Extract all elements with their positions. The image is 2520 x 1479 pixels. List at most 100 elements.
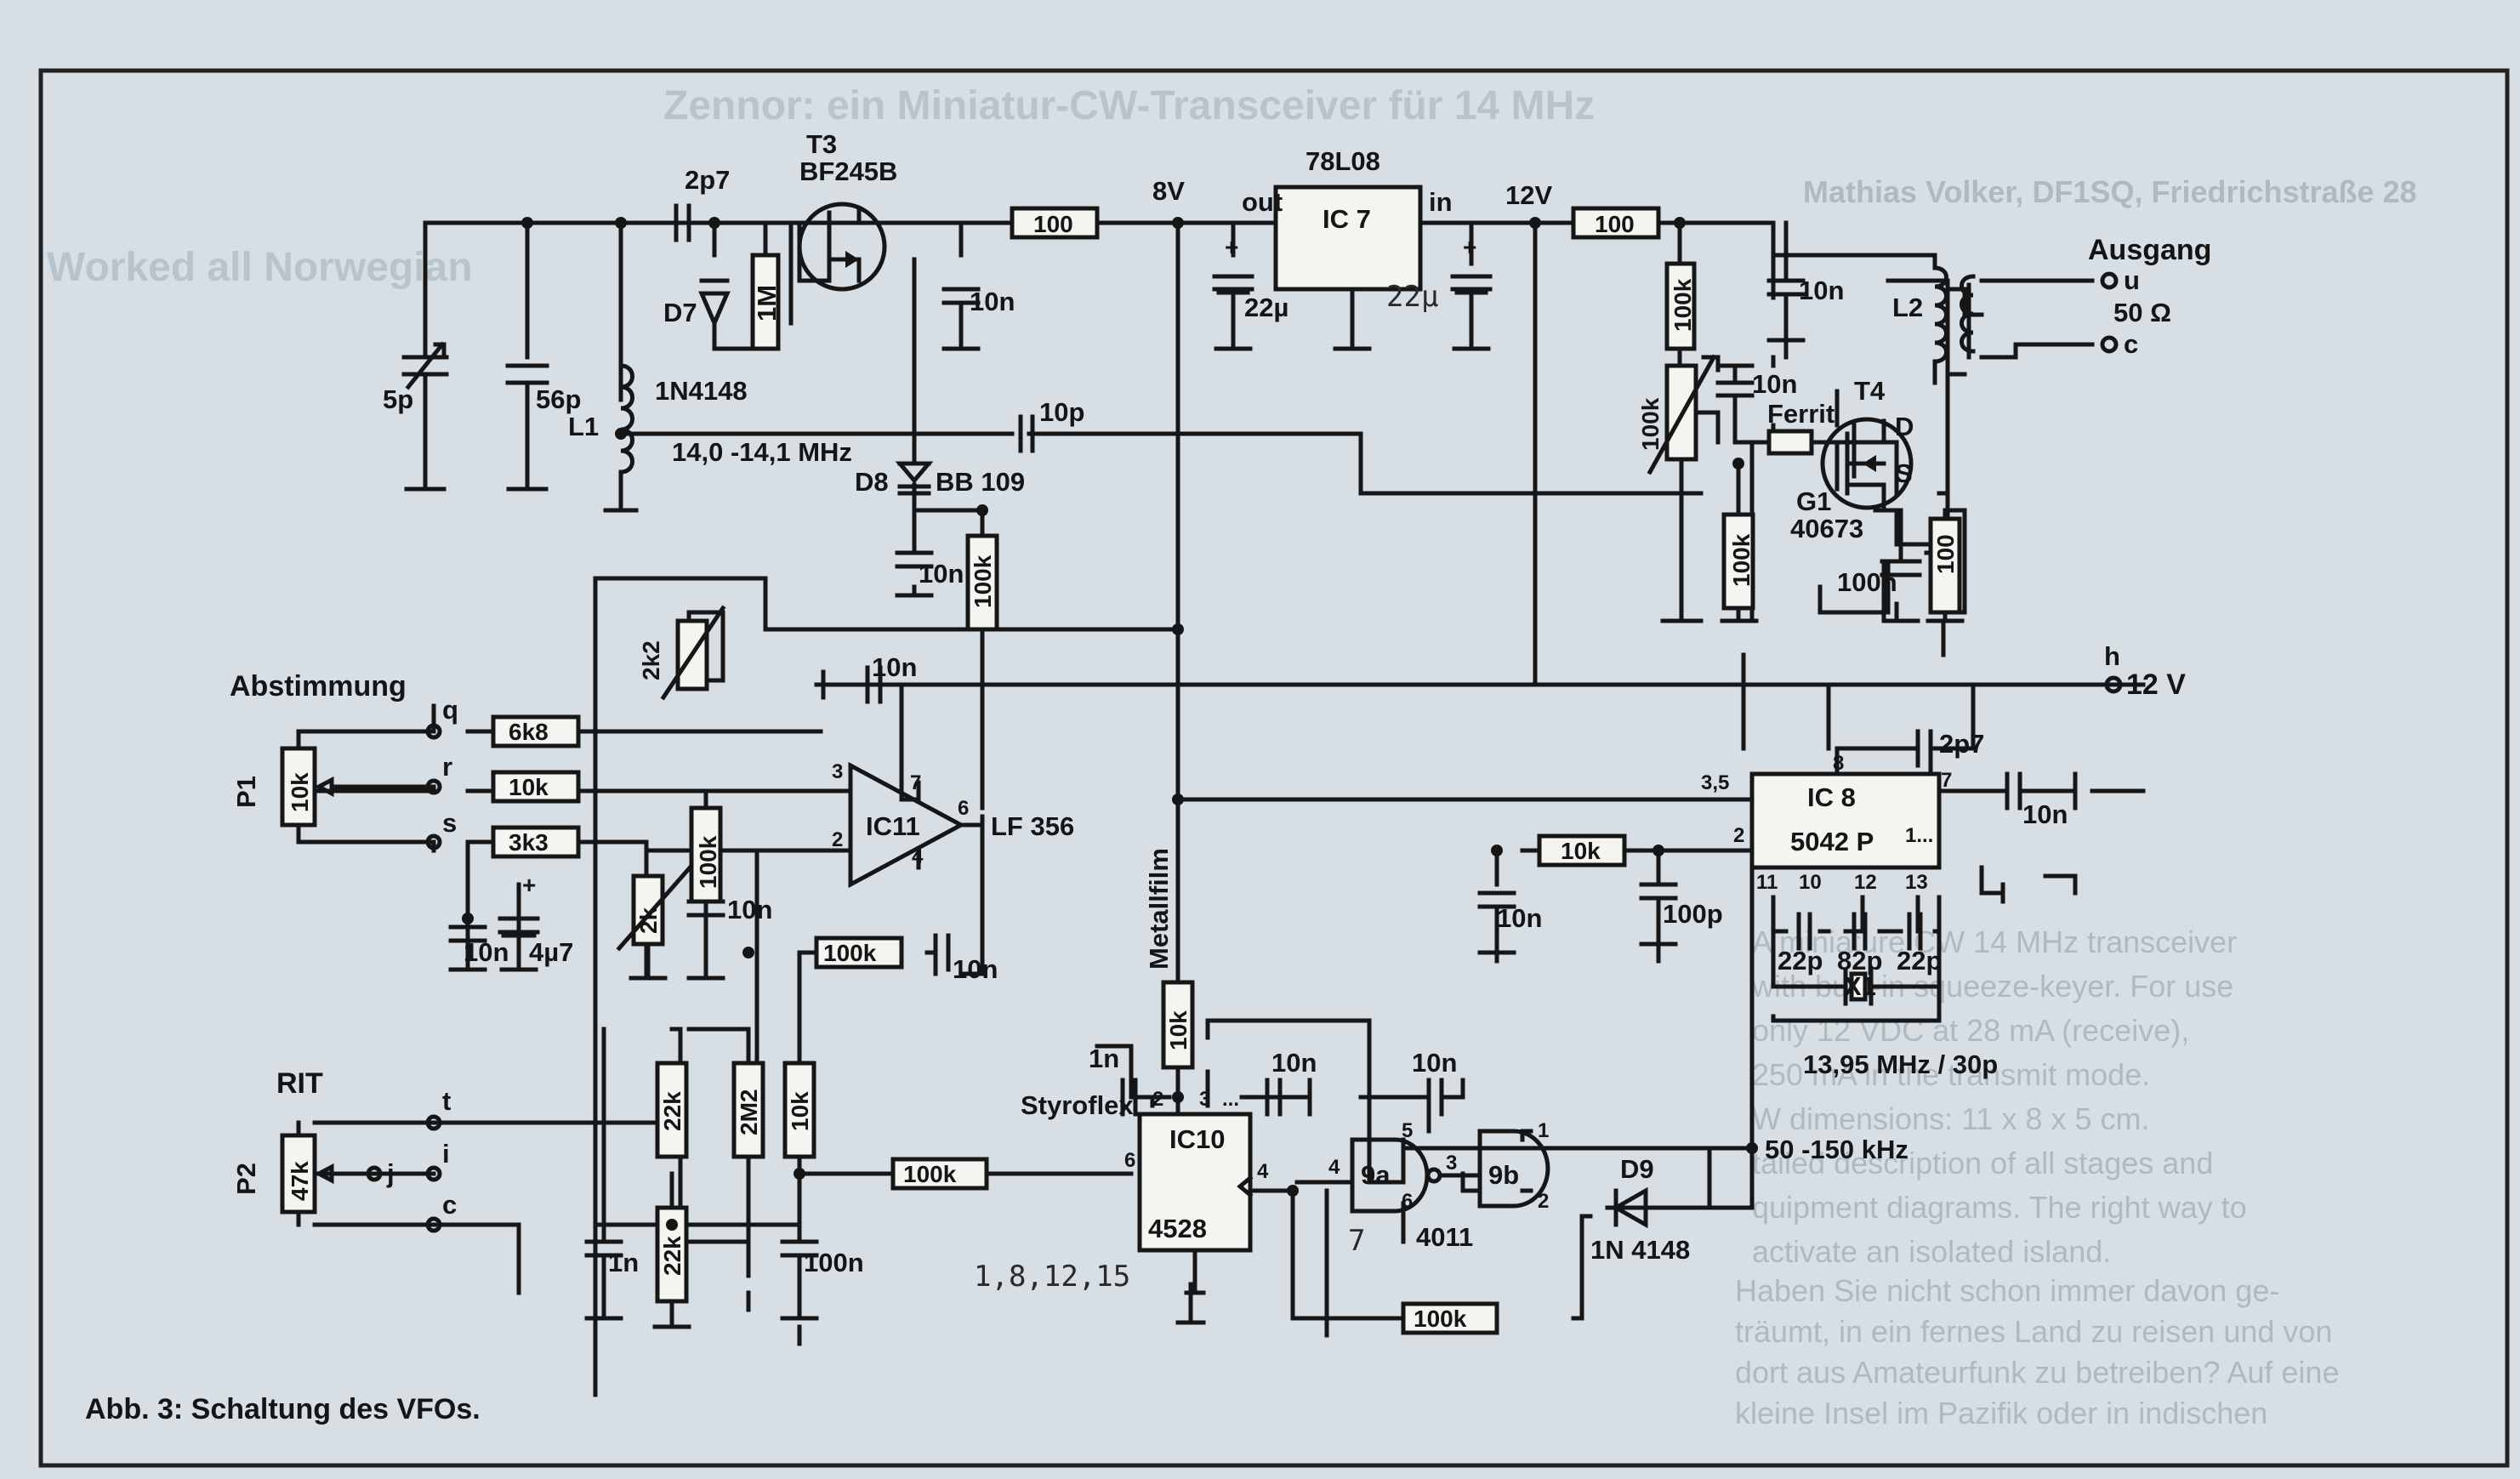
terminal-12v: h 12 V bbox=[2104, 641, 2186, 701]
diode-D7: D7 1N4148 bbox=[655, 278, 748, 406]
label-i: i bbox=[442, 1139, 450, 1169]
capacitor-10n-t3: 10n bbox=[941, 287, 1015, 351]
pin-ic8-11: 11 bbox=[1756, 871, 1778, 894]
resistor-100-a: 100 bbox=[1010, 206, 1100, 240]
label-D8: D8 bbox=[855, 467, 889, 497]
label-50-ohm: 50 Ω bbox=[2113, 298, 2171, 327]
coil-L1: L1 bbox=[568, 363, 639, 513]
opamp-IC11: IC11 LF 356 3 2 7 4 6 bbox=[832, 760, 1074, 889]
background-line: tailed description of all stages and bbox=[1752, 1146, 2213, 1180]
capacitor-22p-b: 22p bbox=[1897, 912, 1942, 976]
potentiometer-100k-t4: 100k bbox=[1637, 354, 1721, 623]
resistor-100k-d8: 100k bbox=[965, 533, 999, 632]
pin-ic8-7: 7 bbox=[1941, 769, 1952, 792]
resistor-100k-fb: 100k bbox=[814, 936, 904, 970]
label-100k-d8: 100k bbox=[970, 555, 996, 608]
ferrite-bead: Ferrit bbox=[1766, 399, 1835, 456]
handwritten-22u: 22µ bbox=[1386, 280, 1438, 314]
label-100k-pot: 100k bbox=[1637, 397, 1664, 451]
label-100k-top: 100k bbox=[1670, 278, 1696, 332]
resistor-10k-r: 10k bbox=[491, 770, 581, 804]
label-LF356: LF 356 bbox=[991, 811, 1074, 841]
capacitor-56p: 56p bbox=[505, 363, 581, 492]
terminals-tic: t i c bbox=[425, 1086, 457, 1233]
label-10n-s: 10n bbox=[464, 937, 509, 967]
label-100k-opamp: 100k bbox=[695, 835, 721, 889]
pin-ic11-6: 6 bbox=[958, 797, 969, 820]
pin-ic9-2: 2 bbox=[1538, 1190, 1549, 1213]
capacitor-10n-ic10-b: 10n bbox=[1412, 1048, 1465, 1117]
label-T4-D: D bbox=[1895, 412, 1914, 441]
capacitor-10n-ic10-a: 10n bbox=[1252, 1048, 1317, 1117]
svg-text:+: + bbox=[1225, 234, 1238, 260]
resistor-10k-ic8: 10k bbox=[1537, 833, 1627, 867]
background-headline: Zennor: ein Miniatur-CW-Transceiver für … bbox=[663, 83, 1595, 128]
label-2p7: 2p7 bbox=[685, 165, 730, 195]
ic10-ground bbox=[1175, 1282, 1206, 1325]
nand-gate-9a: 9a 4 5 6 3 7 bbox=[1294, 1119, 1457, 1258]
label-10n-ic10-a: 10n bbox=[1271, 1048, 1317, 1078]
label-10n-ic8-pin7: 10n bbox=[2022, 799, 2068, 829]
background-line: only 12 VDC at 28 mA (receive), bbox=[1752, 1013, 2189, 1048]
pin-ic8-35: 3,5 bbox=[1701, 771, 1729, 794]
background-line: activate an isolated island. bbox=[1752, 1234, 2111, 1269]
resistor-6k8: 6k8 bbox=[491, 714, 581, 748]
background-line: 250 mA in the transmit mode. bbox=[1752, 1057, 2150, 1092]
capacitor-10n-ic8: 10n bbox=[1477, 890, 1542, 955]
pin-ic11-4: 4 bbox=[912, 845, 924, 868]
label-G1: G1 bbox=[1796, 486, 1831, 516]
capacitor-10n-l2: 10n bbox=[1766, 220, 1844, 343]
label-100-source: 100 bbox=[1932, 534, 1959, 574]
label-22p-a: 22p bbox=[1778, 946, 1823, 976]
label-100-a: 100 bbox=[1033, 211, 1073, 237]
label-40673: 40673 bbox=[1790, 514, 1863, 543]
capacitor-100n-rit: 100n bbox=[780, 1239, 864, 1321]
label-L1: L1 bbox=[568, 412, 599, 441]
pin-ic11-2: 2 bbox=[832, 828, 843, 851]
resistor-100-source: 100 bbox=[1926, 508, 1965, 623]
capacitor-22u-in: + 22µ bbox=[1386, 234, 1493, 351]
label-abstimmung: Abstimmung bbox=[230, 670, 407, 703]
label-10n-ic8: 10n bbox=[1497, 903, 1542, 933]
label-q: q bbox=[442, 695, 458, 725]
label-12V-out: 12 V bbox=[2126, 668, 2186, 701]
potentiometer-P1: 10k P1 bbox=[231, 729, 436, 845]
background-left-heading: Worked all Norwegian bbox=[47, 245, 473, 290]
figure-caption: Abb. 3: Schaltung des VFOs. bbox=[85, 1393, 481, 1425]
label-100k-fb: 100k bbox=[823, 940, 877, 966]
label-D9: D9 bbox=[1620, 1154, 1654, 1184]
label-freq-range: 14,0 -14,1 MHz bbox=[672, 437, 852, 467]
label-c-out: c bbox=[2124, 329, 2138, 359]
resistor-100k-opamp: 100k bbox=[686, 805, 725, 981]
handwritten-ic10-pins: 1,8,12,15 bbox=[974, 1260, 1130, 1294]
potentiometer-2k2: 2k2 bbox=[638, 605, 726, 701]
capacitor-1n-rit: 1n bbox=[584, 1239, 639, 1321]
label-4011: 4011 bbox=[1416, 1222, 1473, 1252]
capacitor-10n-opamp: 10n bbox=[821, 652, 917, 704]
label-c: c bbox=[442, 1190, 457, 1220]
pin-ic9-4: 4 bbox=[1328, 1156, 1340, 1179]
label-10n-a: 10n bbox=[970, 287, 1015, 316]
label-10k-ic8: 10k bbox=[1561, 838, 1601, 864]
svg-text:+: + bbox=[522, 872, 536, 898]
label-10k-rit: 10k bbox=[787, 1091, 813, 1131]
background-line: Haben Sie nicht schon immer davon ge- bbox=[1735, 1273, 2279, 1308]
label-1n-rit: 1n bbox=[608, 1248, 639, 1277]
label-6k8: 6k8 bbox=[509, 719, 549, 745]
capacitor-10n-ic8-pin7: 10n bbox=[1937, 771, 2078, 829]
capacitor-2p7-ic8: 2p7 bbox=[1835, 682, 1984, 768]
label-P2: P2 bbox=[231, 1163, 261, 1195]
background-line: W dimensions: 11 x 8 x 5 cm. bbox=[1752, 1101, 2150, 1136]
resistor-100-b: 100 bbox=[1571, 206, 1661, 240]
mosfet-T4: T4 D S G1 40673 bbox=[1790, 376, 1914, 543]
background-line: träumt, in ein fernes Land zu reisen und… bbox=[1735, 1314, 2332, 1349]
pin-ic8-8: 8 bbox=[1833, 752, 1844, 775]
label-IC11: IC11 bbox=[866, 811, 920, 841]
label-100n-t4: 100n bbox=[1837, 567, 1897, 597]
label-3k3: 3k3 bbox=[509, 829, 549, 856]
capacitor-10n-gate: 10n bbox=[1715, 363, 1797, 445]
background-line: dort aus Amateurfunk zu betreiben? Auf e… bbox=[1735, 1355, 2339, 1390]
label-100p: 100p bbox=[1663, 899, 1723, 929]
resistor-100k-gate: 100k bbox=[1720, 461, 1759, 623]
